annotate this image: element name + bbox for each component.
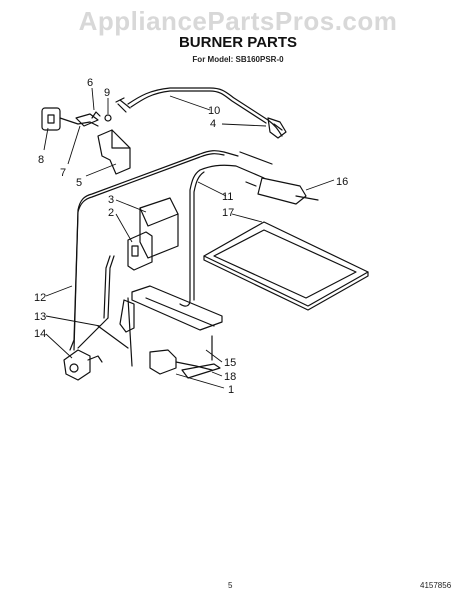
- callout-3: 3: [108, 194, 114, 206]
- leader-5: [85, 163, 117, 177]
- tube-left-drop: [103, 255, 111, 319]
- leader-2: [115, 213, 133, 243]
- callout-17: 17: [222, 207, 234, 219]
- leader-11: [197, 181, 227, 197]
- callout-14: 14: [34, 328, 46, 340]
- valve-bracket: [97, 129, 131, 175]
- tube-clip-bracket: [267, 117, 287, 139]
- mount-bracket: [139, 197, 179, 259]
- igniter-body: [257, 177, 307, 205]
- igniter-mount-terminal: [131, 245, 139, 257]
- leader-17: [231, 213, 263, 223]
- leader-18: [211, 371, 223, 377]
- burner-tube-left: [69, 150, 239, 351]
- burner-tube-top: [199, 164, 265, 179]
- connector-line-e: [239, 151, 273, 165]
- tube-clip-fold: [273, 123, 283, 131]
- valve-block: [75, 113, 99, 127]
- burner-lower: [131, 285, 223, 331]
- mount-bracket-face: [139, 207, 179, 227]
- model-subtitle: For Model: SB160PSR-0: [192, 55, 284, 64]
- callout-7: 7: [60, 167, 66, 179]
- connector-line-b: [97, 325, 129, 349]
- bottom-valve-nut: [69, 363, 79, 373]
- lower-bracket: [181, 363, 221, 379]
- burner-tube-left-inner: [73, 153, 225, 351]
- connector-line-c: [77, 317, 109, 349]
- leader-16: [305, 179, 335, 191]
- tube-fitting: [115, 97, 131, 113]
- callout-1: 1: [228, 384, 234, 396]
- callout-10: 10: [208, 105, 220, 117]
- igniter-lead: [295, 195, 319, 201]
- callout-11: 11: [222, 191, 233, 203]
- burner-air-shutter: [119, 299, 135, 333]
- leader-8: [43, 127, 49, 151]
- burner-baffle-inner: [213, 229, 357, 299]
- tube-left-drop-inner: [107, 255, 115, 319]
- page-number: 5: [228, 581, 233, 590]
- callout-6: 6: [87, 77, 93, 89]
- leader-7: [67, 125, 81, 165]
- orifice-nut: [104, 114, 112, 122]
- callout-13: 13: [34, 311, 46, 323]
- valve-stem: [59, 117, 99, 127]
- watermark: AppliancePartsPros.com: [78, 6, 398, 36]
- callout-16: 16: [336, 176, 348, 188]
- leader-14: [45, 333, 73, 359]
- burner-lower-ports: [145, 297, 215, 327]
- valve-bracket-edge: [111, 129, 131, 149]
- leader-10: [169, 95, 211, 111]
- callout-8: 8: [38, 154, 44, 166]
- leader-6: [91, 87, 95, 111]
- burner-baffle: [203, 221, 369, 307]
- valve-knob: [47, 114, 55, 124]
- callout-15: 15: [224, 357, 236, 369]
- bottom-valve-body: [63, 349, 91, 381]
- leader-1: [175, 373, 225, 389]
- bottom-valve-outlet: [87, 355, 103, 363]
- leader-13: [45, 315, 101, 327]
- igniter-mount: [127, 231, 153, 271]
- igniter-tip: [245, 181, 257, 187]
- gas-tube-upper-inner: [130, 90, 267, 124]
- burner-tube-right-inner: [193, 171, 205, 301]
- valve-body: [41, 107, 61, 131]
- callout-9: 9: [104, 87, 110, 99]
- leader-15: [205, 349, 223, 363]
- burner-baffle-rim: [203, 255, 369, 311]
- callout-4: 4: [210, 118, 216, 130]
- lower-valve-tube: [175, 361, 213, 371]
- leader-12: [45, 285, 73, 297]
- leader-4: [221, 123, 267, 127]
- orifice-part: [91, 111, 101, 119]
- gas-tube-upper: [127, 87, 283, 137]
- connector-line-a: [127, 297, 133, 367]
- callout-5: 5: [76, 177, 82, 189]
- callout-12: 12: [34, 292, 46, 304]
- burner-tube-right: [179, 169, 201, 307]
- callout-2: 2: [108, 207, 114, 219]
- lower-valve: [149, 349, 177, 375]
- leader-3: [115, 199, 147, 213]
- callout-18: 18: [224, 371, 236, 383]
- document-number: 4157856: [420, 581, 452, 590]
- page-title: BURNER PARTS: [178, 34, 298, 51]
